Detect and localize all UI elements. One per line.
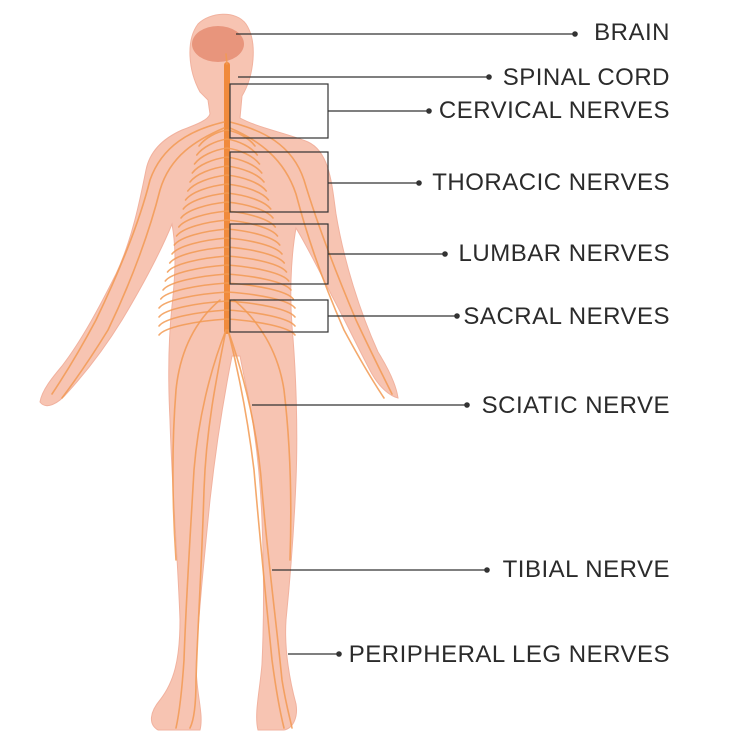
leader-dot-cervical	[426, 108, 432, 114]
bracket-thoracic	[229, 151, 329, 213]
nerve-branch	[173, 228, 228, 246]
leg-nerve	[172, 299, 221, 561]
nerve-branch	[158, 291, 228, 309]
nerve-branch	[226, 147, 261, 165]
nerve-branch	[226, 237, 283, 255]
nerve-branch	[184, 183, 228, 201]
leg-nerve	[189, 329, 227, 729]
nerve-branch	[189, 165, 228, 183]
leader-dot-lumbar	[442, 251, 448, 257]
leader-dot-spinal-cord	[486, 74, 492, 80]
nerve-branch	[177, 210, 228, 228]
nerve-branch	[226, 165, 265, 183]
leader-dot-tibial	[484, 567, 490, 573]
nerve-branch	[226, 138, 259, 156]
nerve-branch	[226, 264, 290, 282]
nerve-branch	[226, 291, 296, 309]
nerve-branch	[226, 273, 292, 291]
brain-stem	[225, 53, 228, 65]
label-cervical-nerves: CERVICAL NERVES	[438, 97, 670, 124]
nerve-branch	[162, 273, 228, 291]
label-thoracic-nerves: THORACIC NERVES	[432, 169, 670, 196]
nerve-branch	[226, 192, 272, 210]
nerve-branch	[158, 309, 228, 327]
nerve-branch	[164, 264, 228, 282]
nerve-branch	[186, 174, 228, 192]
nerve-branch	[180, 201, 228, 219]
nerve-branch	[166, 255, 228, 273]
leg-nerve	[227, 329, 293, 729]
nerve-branch	[195, 138, 228, 156]
label-sciatic-nerve: SCIATIC NERVE	[481, 392, 670, 419]
nerve-branch	[226, 246, 286, 264]
nerve-branch	[182, 192, 228, 210]
nerve-branch	[226, 255, 288, 273]
nerve-branch	[193, 147, 228, 165]
arm-nerve	[51, 121, 225, 395]
label-lumbar-nerves: LUMBAR NERVES	[458, 240, 670, 267]
nerve-branch	[226, 309, 296, 327]
nerve-branch	[226, 201, 274, 219]
nerve-branch	[175, 219, 228, 237]
label-tibial-nerve: TIBIAL NERVE	[502, 556, 670, 583]
nerve-branch	[159, 282, 228, 300]
spinal-cord-shape	[224, 62, 230, 334]
arm-nerve	[61, 127, 225, 399]
label-spinal-cord: SPINAL CORD	[502, 64, 670, 91]
arm-nerve	[229, 121, 393, 395]
leader-dot-thoracic	[416, 180, 422, 186]
leg-nerve	[233, 299, 292, 561]
leader-dot-brain	[572, 31, 578, 37]
nerve-branch	[226, 219, 279, 237]
nerve-branches	[51, 53, 393, 729]
label-peripheral-leg-nerves: PERIPHERAL LEG NERVES	[348, 641, 670, 668]
nerve-branch	[226, 228, 281, 246]
body-silhouette	[39, 13, 399, 731]
nerve-branch	[158, 318, 228, 336]
leader-dot-sciatic	[464, 402, 470, 408]
brain-shape	[192, 26, 244, 62]
leg-nerve	[227, 329, 285, 729]
nerve-branch	[226, 183, 270, 201]
label-brain: BRAIN	[594, 19, 670, 46]
nerve-branch	[168, 246, 228, 264]
leg-nerve	[175, 329, 227, 729]
leader-dot-sacral	[454, 313, 460, 319]
nerve-branch	[226, 318, 296, 336]
nerve-branch	[226, 174, 268, 192]
nerve-branch	[191, 156, 228, 174]
nerve-branch	[198, 129, 228, 147]
leader-lines	[229, 31, 578, 657]
label-sacral-nerves: SACRAL NERVES	[463, 303, 670, 330]
nerve-branch	[171, 237, 228, 255]
leader-dot-peripheral	[336, 651, 342, 657]
